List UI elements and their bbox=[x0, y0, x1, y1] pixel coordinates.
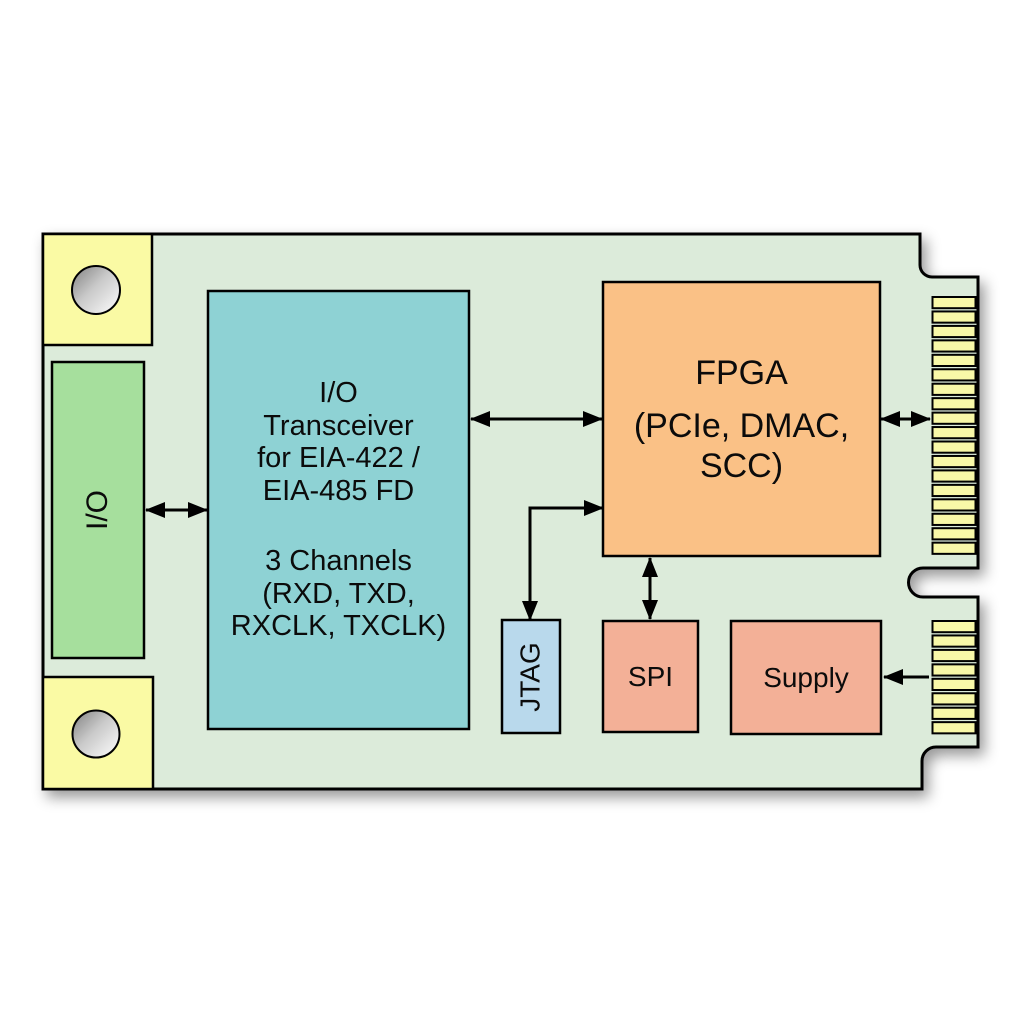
block-io-transceiver bbox=[206, 289, 471, 731]
edge-finger bbox=[931, 541, 977, 555]
edge-finger bbox=[931, 426, 977, 440]
edge-finger bbox=[931, 382, 977, 396]
block-spi bbox=[601, 619, 700, 734]
edge-finger bbox=[931, 527, 977, 541]
edge-finger bbox=[931, 339, 977, 353]
edge-finger bbox=[931, 296, 977, 310]
edge-finger bbox=[931, 483, 977, 498]
edge-finger bbox=[931, 324, 977, 339]
edge-finger bbox=[931, 454, 977, 469]
edge-finger bbox=[931, 512, 977, 526]
edge-finger bbox=[931, 368, 977, 382]
edge-finger bbox=[931, 620, 977, 634]
edge-finger bbox=[931, 648, 977, 663]
mounting-hole-top bbox=[71, 265, 121, 315]
edge-finger bbox=[931, 706, 977, 720]
edge-finger bbox=[931, 353, 977, 367]
edge-finger bbox=[931, 663, 977, 677]
block-fpga bbox=[601, 280, 882, 558]
edge-finger bbox=[931, 440, 977, 454]
edge-finger bbox=[931, 310, 977, 324]
arrow-fpga-jtag bbox=[522, 500, 604, 621]
edge-finger bbox=[931, 397, 977, 411]
edge-finger bbox=[931, 411, 977, 425]
block-io-connector bbox=[50, 360, 146, 660]
edge-finger bbox=[931, 634, 977, 648]
connection-arrows bbox=[145, 411, 931, 685]
edge-finger bbox=[931, 721, 977, 735]
block-supply bbox=[729, 619, 883, 736]
edge-finger bbox=[931, 469, 977, 483]
edge-finger bbox=[931, 677, 977, 691]
edge-connector-fingers-lower bbox=[931, 620, 977, 735]
edge-connector-fingers-upper bbox=[931, 296, 977, 555]
edge-finger bbox=[931, 498, 977, 512]
edge-finger bbox=[931, 692, 977, 706]
block-jtag bbox=[500, 618, 562, 735]
mounting-hole-bottom bbox=[71, 709, 121, 759]
